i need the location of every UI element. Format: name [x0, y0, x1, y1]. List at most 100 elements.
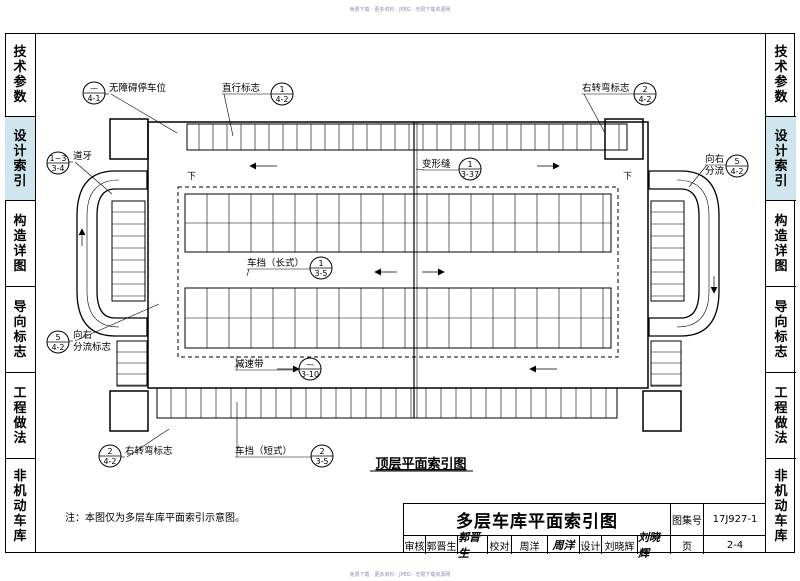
sidebar-tab[interactable]: 构造详图: [5, 201, 35, 287]
top-parking-row: [186, 123, 628, 151]
callout-sheet-number: 3-4: [51, 164, 64, 173]
sidebar-tab[interactable]: 设计索引: [766, 117, 796, 201]
right-ramp: [648, 170, 720, 337]
callout-detail-number: —: [90, 84, 98, 93]
page-label: 页: [671, 536, 704, 554]
sidebar-tab-label: 非机动车库: [774, 468, 788, 544]
callout-sheet-number: 3-37: [461, 170, 479, 179]
callout-label: 车挡（长式）: [247, 257, 304, 269]
bottom-parking-row: [156, 387, 618, 419]
drawing-title: 多层车库平面索引图: [404, 504, 671, 536]
plan-caption: 顶层平面索引图: [375, 456, 466, 472]
sidebar-tab-label: 非机动车库: [13, 468, 27, 544]
checker-name: 周洋: [512, 536, 548, 554]
top-watermark: 免费下载 · 更多资料 · JPEG · 无限下载资源网: [349, 7, 451, 13]
callout-leader-line: [688, 164, 708, 188]
central-island: [177, 186, 619, 358]
callout-leader-line: [415, 168, 425, 171]
callout-label: 变形缝: [422, 158, 451, 170]
designer-name: 刘晓辉: [602, 536, 638, 554]
callout-detail-number: 2: [107, 447, 112, 456]
left-category-sidebar: 技术参数设计索引构造详图导向标志工程做法非机动车库: [5, 33, 36, 553]
callout-label: 直行标志: [222, 82, 260, 94]
callout-leader-line: [583, 93, 606, 134]
sidebar-tab[interactable]: 工程做法: [5, 373, 35, 459]
down-ramp-mark: 下: [623, 172, 632, 182]
sidebar-tab[interactable]: 技术参数: [5, 33, 35, 117]
callout-label-line2: 分流标志: [73, 341, 111, 353]
down-ramp-mark: 下: [187, 172, 196, 182]
callout-detail-number: 1: [467, 160, 472, 169]
callout-detail-number: 5: [55, 333, 60, 342]
sidebar-tab[interactable]: 构造详图: [766, 201, 796, 287]
reviewer-name: 郭晋生: [426, 536, 458, 554]
callout-sheet-number: 4-1: [87, 94, 100, 103]
sidebar-tab-label: 工程做法: [774, 385, 788, 446]
reviewer-signature: 郭晋生: [458, 531, 488, 560]
callout-sheet-number: 3-10: [301, 370, 319, 379]
callout-detail-number: 1: [318, 259, 323, 268]
sidebar-tab[interactable]: 导向标志: [5, 287, 35, 373]
callout-label: 无障碍停车位: [109, 82, 167, 94]
sidebar-tab[interactable]: 非机动车库: [5, 459, 35, 553]
callout-sheet-number: 4-2: [730, 167, 743, 176]
drive-lane-arrow: [537, 162, 560, 170]
stair-core-bottom-right: [642, 390, 682, 432]
sidebar-tab-label: 导向标志: [774, 299, 788, 360]
sidebar-tab-label: 构造详图: [13, 213, 27, 274]
atlas-number: 17J927-1: [704, 504, 766, 536]
ramp-flow-arrow-left: [78, 228, 86, 246]
sidebar-tab-label: 技术参数: [13, 44, 27, 105]
callout-detail-number: 2: [642, 85, 647, 94]
callout-leader-line: [246, 268, 250, 277]
sidebar-tab[interactable]: 导向标志: [766, 287, 796, 373]
atlas-label: 图集号: [671, 504, 704, 536]
stair-core-bottom-left: [109, 390, 149, 432]
title-block: 多层车库平面索引图 图集号 17J927-1 审核 郭晋生 郭晋生 校对 周洋 …: [403, 503, 766, 560]
right-lower-stalls: [650, 340, 682, 387]
right-category-sidebar: 技术参数设计索引构造详图导向标志工程做法非机动车库: [765, 33, 796, 553]
left-lower-stalls: [116, 340, 148, 387]
sidebar-tab-label: 设计索引: [774, 128, 788, 189]
page-number: 2-4: [726, 539, 744, 551]
sidebar-tab-label: 工程做法: [13, 385, 27, 446]
sidebar-tab[interactable]: 工程做法: [766, 373, 796, 459]
ramp-flow-arrow-right: [710, 276, 718, 294]
callout-detail-number: 1: [279, 85, 284, 94]
drive-lane-arrow: [277, 365, 300, 373]
sidebar-tab[interactable]: 非机动车库: [766, 459, 796, 553]
callout-label: 减速带: [235, 358, 264, 370]
callout-detail-number: 2: [319, 447, 324, 456]
check-label: 校对: [488, 536, 512, 554]
drive-lane-arrow: [529, 365, 557, 373]
callout-detail-number: 1~3: [50, 154, 67, 163]
sidebar-tab-label: 导向标志: [13, 299, 27, 360]
left-side-stalls: [111, 200, 146, 302]
sidebar-tab[interactable]: 设计索引: [5, 117, 35, 201]
callout-leader-line: [74, 161, 113, 195]
checker-signature: 周洋: [548, 536, 580, 554]
right-side-stalls: [650, 200, 685, 302]
callout-sheet-number: 4-2: [638, 95, 651, 104]
callout-sheet-number: 4-2: [103, 457, 116, 466]
callout-sheet-number: 4-2: [51, 343, 64, 352]
callout-detail-number: —: [306, 360, 314, 369]
sidebar-tab[interactable]: 技术参数: [766, 33, 796, 117]
callout-label-line2: 分流: [705, 165, 725, 177]
callout-sheet-number: 3-5: [314, 269, 327, 278]
callout-sheet-number: 3-5: [315, 457, 328, 466]
designer-signature: 刘晓辉: [638, 531, 671, 560]
callout-leader-line: [126, 428, 170, 458]
callout-label: 道牙: [73, 150, 92, 162]
review-label: 审核: [404, 536, 426, 554]
drawing-sheet: [5, 33, 795, 553]
callout-leader-line: [223, 93, 234, 137]
drive-lane-arrow: [249, 162, 277, 170]
drive-lane-arrow: [422, 268, 445, 276]
callout-leader-line: [110, 93, 178, 134]
callout-label: 向右: [705, 153, 724, 165]
sidebar-tab-label: 技术参数: [774, 44, 788, 105]
drive-lane-arrow: [374, 268, 397, 276]
callout-label: 右转弯标志: [125, 445, 173, 457]
